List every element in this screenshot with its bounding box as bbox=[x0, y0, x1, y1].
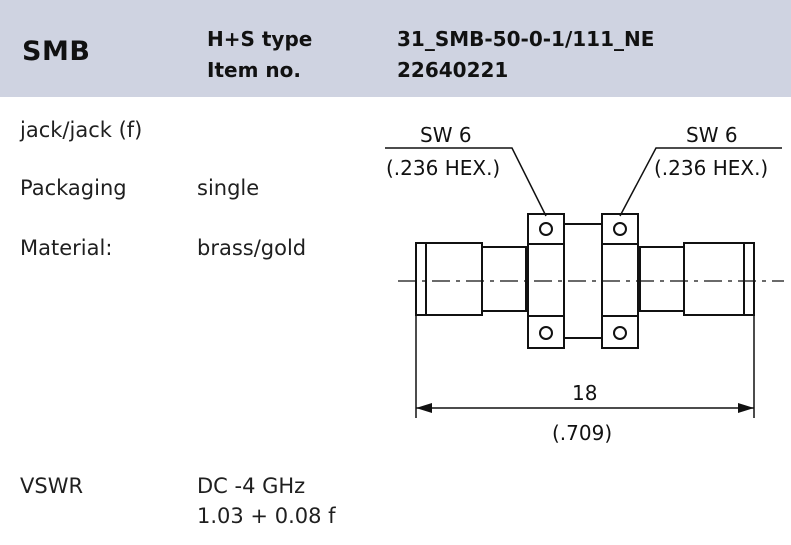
type-label: H+S type bbox=[207, 27, 313, 51]
right-hex-nut bbox=[601, 213, 639, 349]
material-value: brass/gold bbox=[197, 236, 307, 260]
length-inch: (.709) bbox=[552, 421, 612, 445]
left-plug bbox=[415, 242, 527, 316]
type-value: 31_SMB-50-0-1/111_NE bbox=[397, 27, 655, 51]
vswr-range: DC -4 GHz bbox=[197, 474, 306, 498]
left-hex-size: (.236 HEX.) bbox=[386, 156, 500, 180]
right-hex-size: (.236 HEX.) bbox=[654, 156, 768, 180]
vswr-formula: 1.03 + 0.08 f bbox=[197, 504, 336, 528]
right-wrench-size: SW 6 bbox=[686, 123, 738, 147]
length-mm: 18 bbox=[572, 381, 597, 405]
material-label: Material: bbox=[20, 236, 113, 260]
gender-text: jack/jack (f) bbox=[20, 118, 143, 142]
vswr-label: VSWR bbox=[20, 474, 84, 498]
item-label: Item no. bbox=[207, 58, 301, 82]
right-dimension-arrow bbox=[738, 403, 754, 413]
left-dimension-arrow bbox=[416, 403, 432, 413]
connector-series: SMB bbox=[22, 36, 91, 67]
header-bar: SMB H+S type Item no. 31_SMB-50-0-1/111_… bbox=[0, 0, 791, 97]
right-plug bbox=[639, 242, 755, 316]
packaging-value: single bbox=[197, 176, 260, 200]
left-leader-line bbox=[385, 147, 547, 217]
left-wrench-size: SW 6 bbox=[420, 123, 472, 147]
packaging-label: Packaging bbox=[20, 176, 127, 200]
right-leader-line bbox=[619, 147, 782, 217]
item-value: 22640221 bbox=[397, 58, 509, 82]
